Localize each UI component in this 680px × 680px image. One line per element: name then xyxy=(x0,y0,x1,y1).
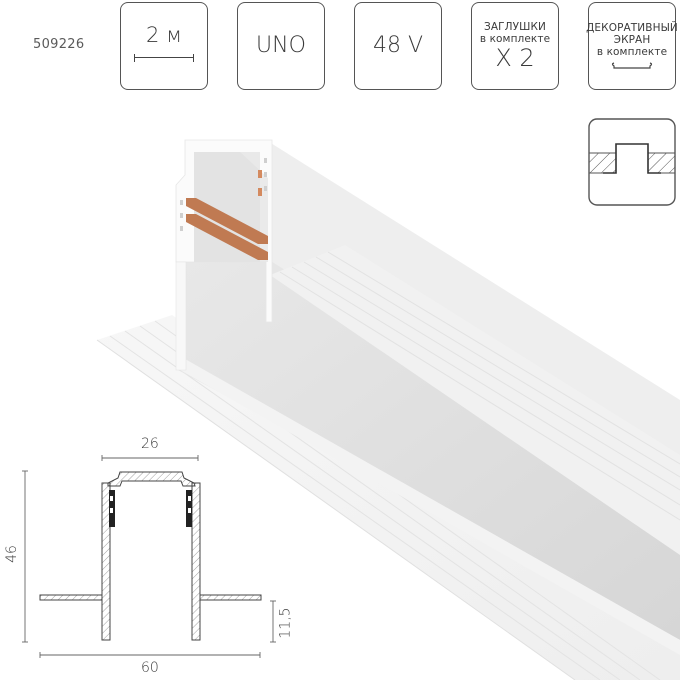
dim-flange-height: 11,5 xyxy=(277,607,294,639)
voltage-badge: 48 V xyxy=(354,2,442,90)
dim-total-width: 60 xyxy=(141,660,159,676)
length-value: 2 м xyxy=(146,22,182,47)
end-caps-title: ЗАГЛУШКИ xyxy=(484,21,546,33)
series-badge: UNO xyxy=(237,2,325,90)
end-caps-badge: ЗАГЛУШКИ в комплекте X 2 xyxy=(471,2,559,90)
decor-screen-included: в комплекте xyxy=(596,45,668,58)
decor-screen-title-2: ЭКРАН xyxy=(613,33,651,46)
series-value: UNO xyxy=(256,33,306,58)
scale-bar-icon xyxy=(134,53,194,62)
decor-screen-title: ДЕКОРАТИВНЫЙ xyxy=(586,21,678,34)
screen-profile-icon xyxy=(611,61,653,69)
length-badge: 2 м xyxy=(120,2,208,90)
recessed-mount-icon xyxy=(588,118,676,206)
dim-total-height: 46 xyxy=(3,545,20,563)
decor-screen-badge: ДЕКОРАТИВНЫЙ ЭКРАН в комплекте xyxy=(586,2,678,90)
dim-top-width: 26 xyxy=(141,436,159,452)
product-sku: 509226 xyxy=(33,37,85,52)
end-caps-included: в комплекте xyxy=(479,33,551,45)
end-caps-count: X 2 xyxy=(495,44,535,72)
voltage-value: 48 V xyxy=(372,33,424,58)
